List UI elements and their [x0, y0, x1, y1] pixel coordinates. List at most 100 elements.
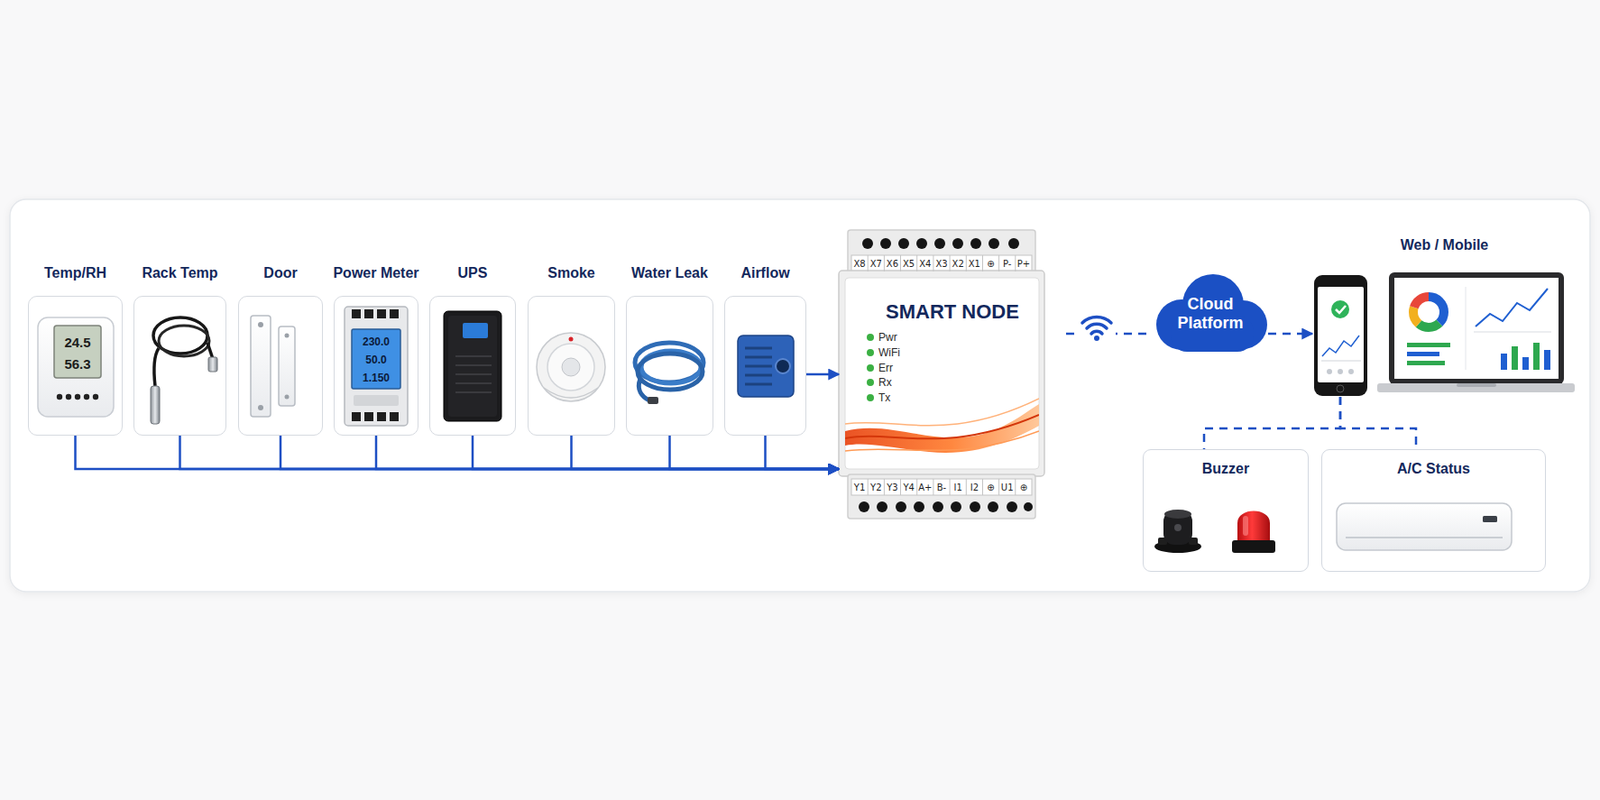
smoke-detector [561, 358, 580, 377]
smart-node-device [845, 431, 1040, 451]
buzzer-beacon [1174, 524, 1182, 532]
dashed-connector [1268, 332, 1313, 336]
phone [1317, 286, 1364, 383]
buzzer-beacon [1163, 510, 1193, 545]
smart-node-device [898, 238, 910, 249]
node-label: Power Meter [332, 264, 419, 283]
phone [1337, 368, 1343, 375]
led-label: Rx [878, 376, 892, 389]
door-contact [257, 404, 264, 411]
bus-connector [280, 435, 839, 469]
led-label: Tx [878, 391, 891, 405]
terminal-label: ⊕ [986, 258, 994, 269]
terminal-label: P- [1002, 258, 1012, 269]
sensor-card: Water Leak [625, 295, 714, 436]
node-label: Smoke [547, 264, 595, 283]
smart-node-device [998, 255, 1000, 272]
smart-node-device [1014, 255, 1016, 272]
ups-unit [443, 311, 502, 422]
air-conditioner [1345, 536, 1503, 539]
smart-node-device [932, 255, 934, 272]
terminal-label: X5 [902, 258, 915, 269]
smart-node-device [845, 414, 1040, 440]
terminal-label: Y1 [854, 482, 865, 493]
temperature-probe [207, 342, 213, 359]
sensor-card: Door [238, 295, 323, 436]
phone [1326, 368, 1333, 375]
smart-node-device [913, 501, 925, 513]
laptop [1511, 346, 1518, 370]
ups-unit [443, 311, 502, 422]
door-contact [250, 315, 295, 417]
temp-rh-sensor [65, 394, 72, 400]
power-meter [351, 329, 401, 389]
power-meter [364, 412, 374, 422]
smart-node-device [1006, 501, 1018, 513]
airflow-sensor [744, 365, 773, 368]
air-conditioner [1336, 503, 1512, 551]
smart-node-device [965, 255, 967, 272]
wifi-icon [1077, 303, 1116, 343]
door-contact [257, 321, 264, 328]
node-label: A/C Status [1322, 459, 1545, 479]
ups-unit [455, 391, 492, 394]
ups-unit [455, 364, 492, 367]
phone [1336, 385, 1344, 393]
temp-rh-sensor [54, 325, 102, 378]
smart-node-device [858, 501, 1033, 513]
lcd-reading: 1.150 [362, 371, 390, 385]
background-panel [9, 199, 1591, 592]
smart-node-device [845, 398, 1040, 426]
laptop [1413, 296, 1444, 328]
airflow-sensor [737, 335, 794, 397]
smart-node-device [866, 394, 874, 402]
smart-node-device [900, 255, 902, 272]
phone [1321, 360, 1361, 362]
smart-node-device [866, 378, 874, 387]
door-contact [285, 395, 290, 400]
smart-node-device [1008, 238, 1020, 249]
smart-node-device [866, 333, 874, 402]
smoke-detector [536, 332, 606, 402]
smart-node-device [932, 478, 934, 496]
smart-node-device [847, 474, 1036, 519]
laptop [1377, 383, 1575, 393]
terminal-label: Y3 [886, 482, 898, 493]
temperature-probe [150, 386, 160, 424]
temp-rh-sensor [74, 394, 81, 400]
smart-node-device [866, 333, 874, 341]
power-meter [351, 412, 361, 422]
bus-connector [571, 435, 840, 469]
wifi-icon [1077, 303, 1116, 343]
terminal-label: I1 [954, 482, 963, 493]
terminal-label: U1 [1001, 482, 1014, 493]
buzzer-beacon [1242, 515, 1249, 536]
power-meter [364, 309, 374, 319]
laptop [1413, 296, 1444, 328]
smart-node-device [883, 478, 885, 496]
sensor-card: UPS [429, 295, 516, 436]
smart-node-device [858, 501, 870, 513]
airflow-sensor [744, 347, 773, 350]
bus-connector [765, 435, 840, 469]
smart-node-device [916, 238, 928, 249]
power-meter [377, 412, 387, 422]
phone [1331, 300, 1350, 319]
sensor-card: Smoke [527, 295, 616, 436]
terminal-label: Y2 [870, 482, 882, 493]
airflow-sensor [737, 335, 794, 397]
terminal-label: X2 [952, 258, 965, 269]
laptop [1377, 272, 1575, 393]
water-leak-cable [647, 396, 659, 405]
water-leak-cable [637, 353, 703, 390]
power-meter [377, 309, 387, 319]
smart-node-device [950, 501, 962, 513]
temp-rh-sensor [37, 317, 114, 417]
smart-node-device [965, 478, 967, 496]
laptop [1413, 296, 1444, 328]
node-label: Web / Mobile [1400, 236, 1489, 255]
